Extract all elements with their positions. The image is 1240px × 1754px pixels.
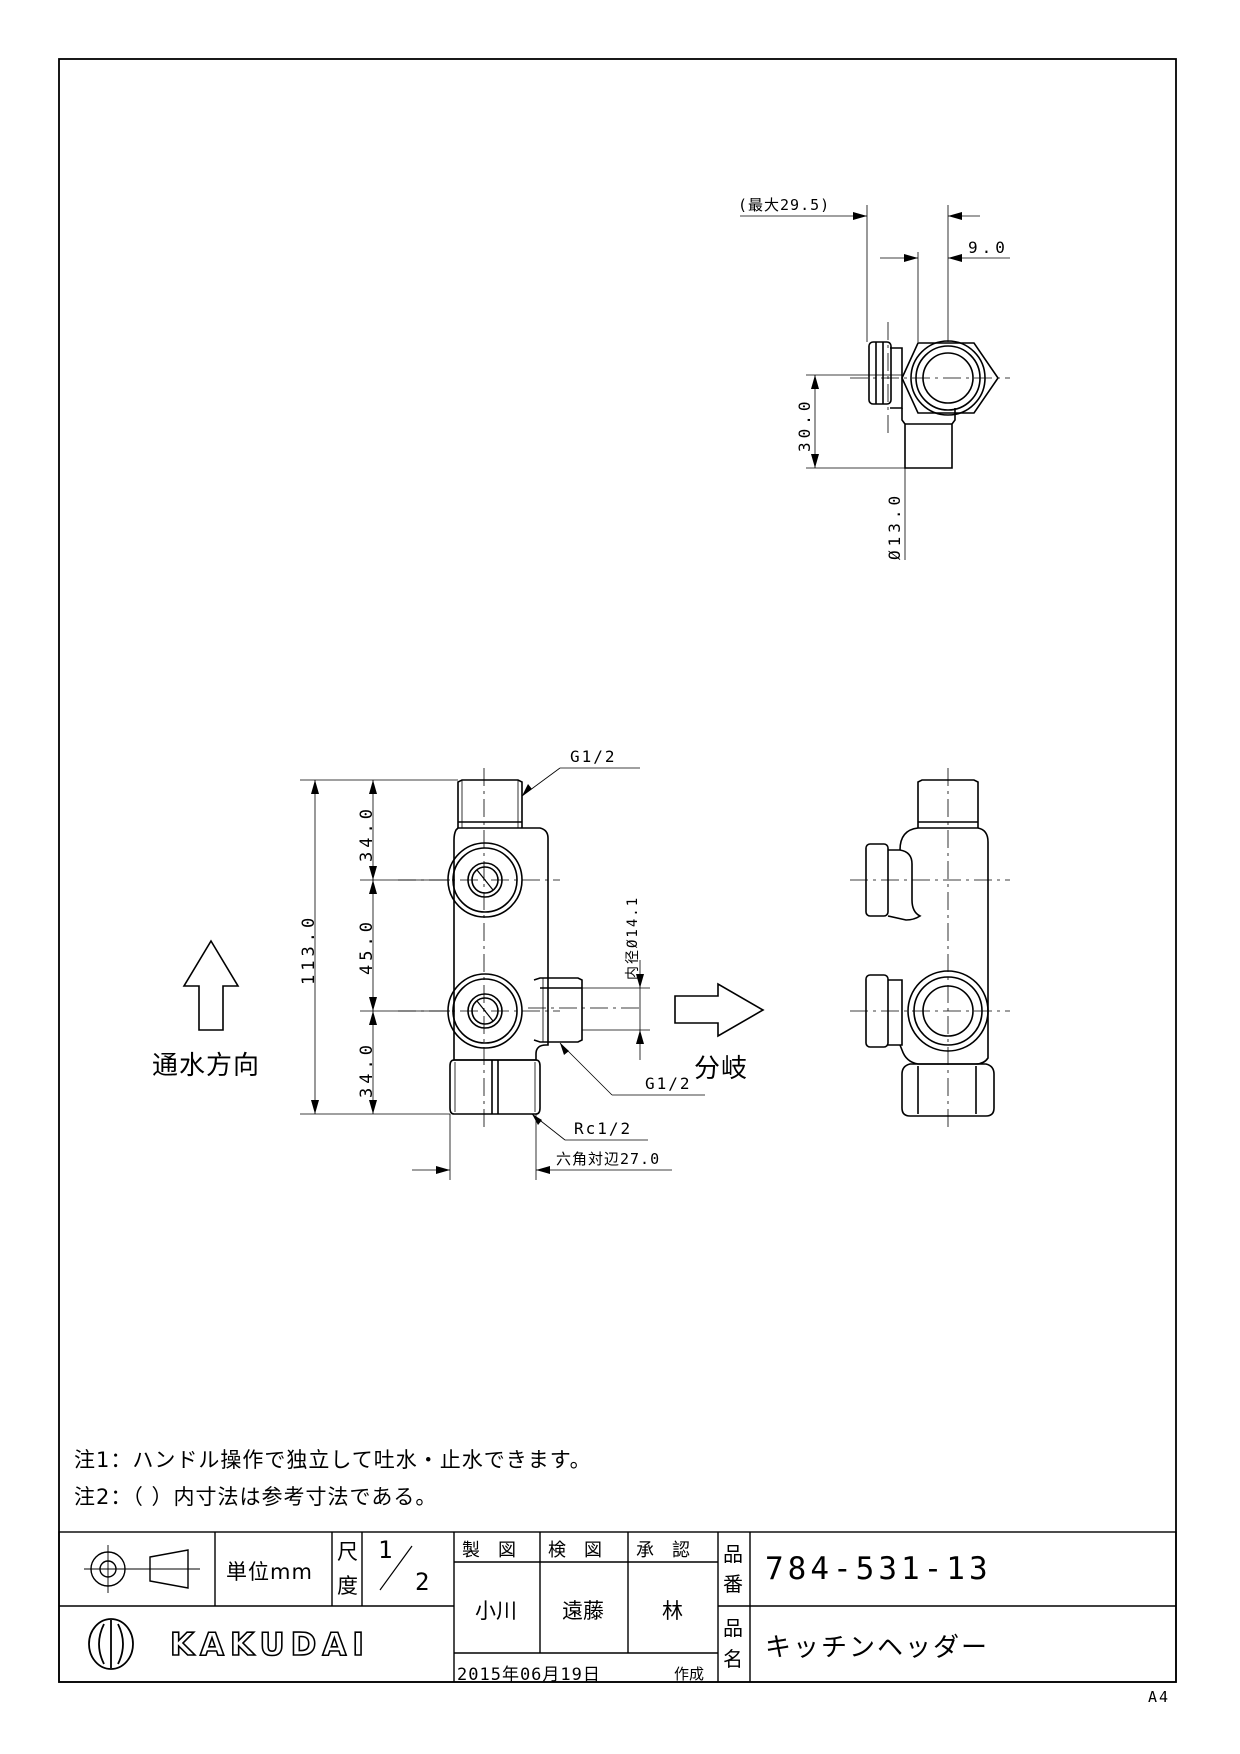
created-label: 作成: [674, 1665, 705, 1683]
inner-diameter: 内径Ø14.1: [625, 896, 641, 980]
top-dim-max: (最大29.5): [738, 196, 830, 214]
approved-by: 林: [662, 1599, 683, 1623]
thread-branch: G1/2: [645, 1074, 692, 1093]
scale-numerator: 1: [378, 1536, 393, 1564]
note-1: 注1：ハンドル操作で独立して吐水・止水できます。: [74, 1448, 592, 1472]
top-dim-diameter: Ø13.0: [885, 492, 904, 560]
scale-label-top: 尺: [337, 1540, 358, 1564]
drawn-by: 小川: [475, 1599, 517, 1623]
sheet-border: [58, 58, 1177, 1683]
thread-top: G1/2: [570, 747, 617, 766]
part-name-label-bottom: 名: [723, 1647, 743, 1671]
thread-bottom: Rc1/2: [574, 1119, 632, 1138]
drawn-label: 製 図: [462, 1540, 516, 1561]
title-block: [58, 1531, 1177, 1683]
logo-text: KAKUDAI: [169, 1626, 370, 1664]
scale-denominator: 2: [415, 1568, 430, 1596]
approved-label: 承 認: [636, 1540, 690, 1561]
part-no-label-bottom: 番: [723, 1572, 743, 1596]
part-no-label-top: 品: [723, 1542, 743, 1566]
branch-arrow-icon: [674, 982, 765, 1038]
front-view-left: 113.0 34.0 45.0 34.0 内径Ø14.1 G1/2 G1/2 R…: [152, 747, 765, 1180]
checked-label: 検 図: [548, 1540, 602, 1561]
dim-upper: 34.0: [357, 805, 377, 862]
top-dim-offset: 9.0: [968, 238, 1009, 257]
top-view: (最大29.5) 9.0 30.0 Ø13.0: [738, 196, 1010, 560]
checked-by: 遠藤: [562, 1599, 604, 1623]
dim-middle: 45.0: [357, 918, 377, 975]
scale-label-bottom: 度: [337, 1574, 358, 1598]
dim-total: 113.0: [299, 914, 319, 985]
paper-size: A4: [1148, 1688, 1170, 1706]
creation-date: 2015年06月19日: [457, 1665, 601, 1685]
flow-label: 通水方向: [152, 1051, 260, 1081]
flow-arrow-icon: [182, 939, 240, 1031]
kakudai-logo-icon: [88, 1618, 134, 1670]
top-dim-height: 30.0: [795, 397, 814, 452]
part-name: キッチンヘッダー: [765, 1633, 990, 1663]
branch-label: 分岐: [694, 1054, 748, 1084]
dim-lower: 34.0: [357, 1041, 377, 1098]
side-view-right: [850, 768, 1010, 1130]
hex-width: 六角対辺27.0: [556, 1150, 660, 1168]
unit-label: 単位mm: [226, 1560, 313, 1584]
third-angle-projection-icon: [84, 1545, 200, 1593]
note-2: 注2：（ ）内寸法は参考寸法である。: [74, 1485, 438, 1509]
part-number: 784-531-13: [765, 1551, 992, 1587]
part-name-label-top: 品: [723, 1616, 743, 1640]
